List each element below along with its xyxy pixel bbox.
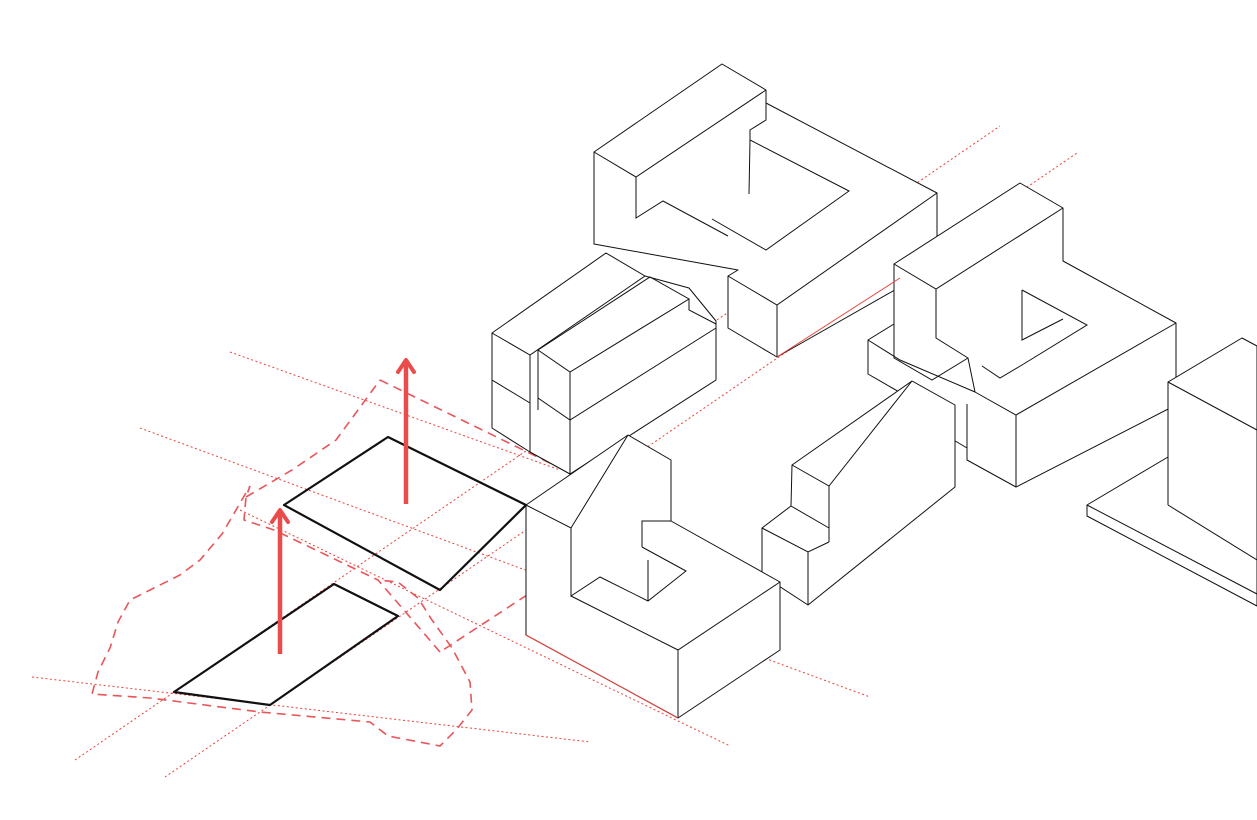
building-slabs [491, 252, 717, 475]
building-north [593, 63, 938, 358]
site-boundary [90, 379, 561, 747]
red-edge-2 [776, 277, 901, 358]
up-arrow-icon [270, 508, 290, 654]
plot-upper [282, 435, 528, 592]
building-stepped [761, 380, 956, 606]
building-southeast [1086, 337, 1257, 607]
building-courtyard [525, 434, 781, 719]
up-arrow-icon [396, 358, 416, 504]
plot-lower [172, 582, 400, 707]
guide-line-3 [239, 509, 731, 747]
red-edge-1 [525, 634, 679, 719]
guide-line-6 [31, 676, 591, 743]
